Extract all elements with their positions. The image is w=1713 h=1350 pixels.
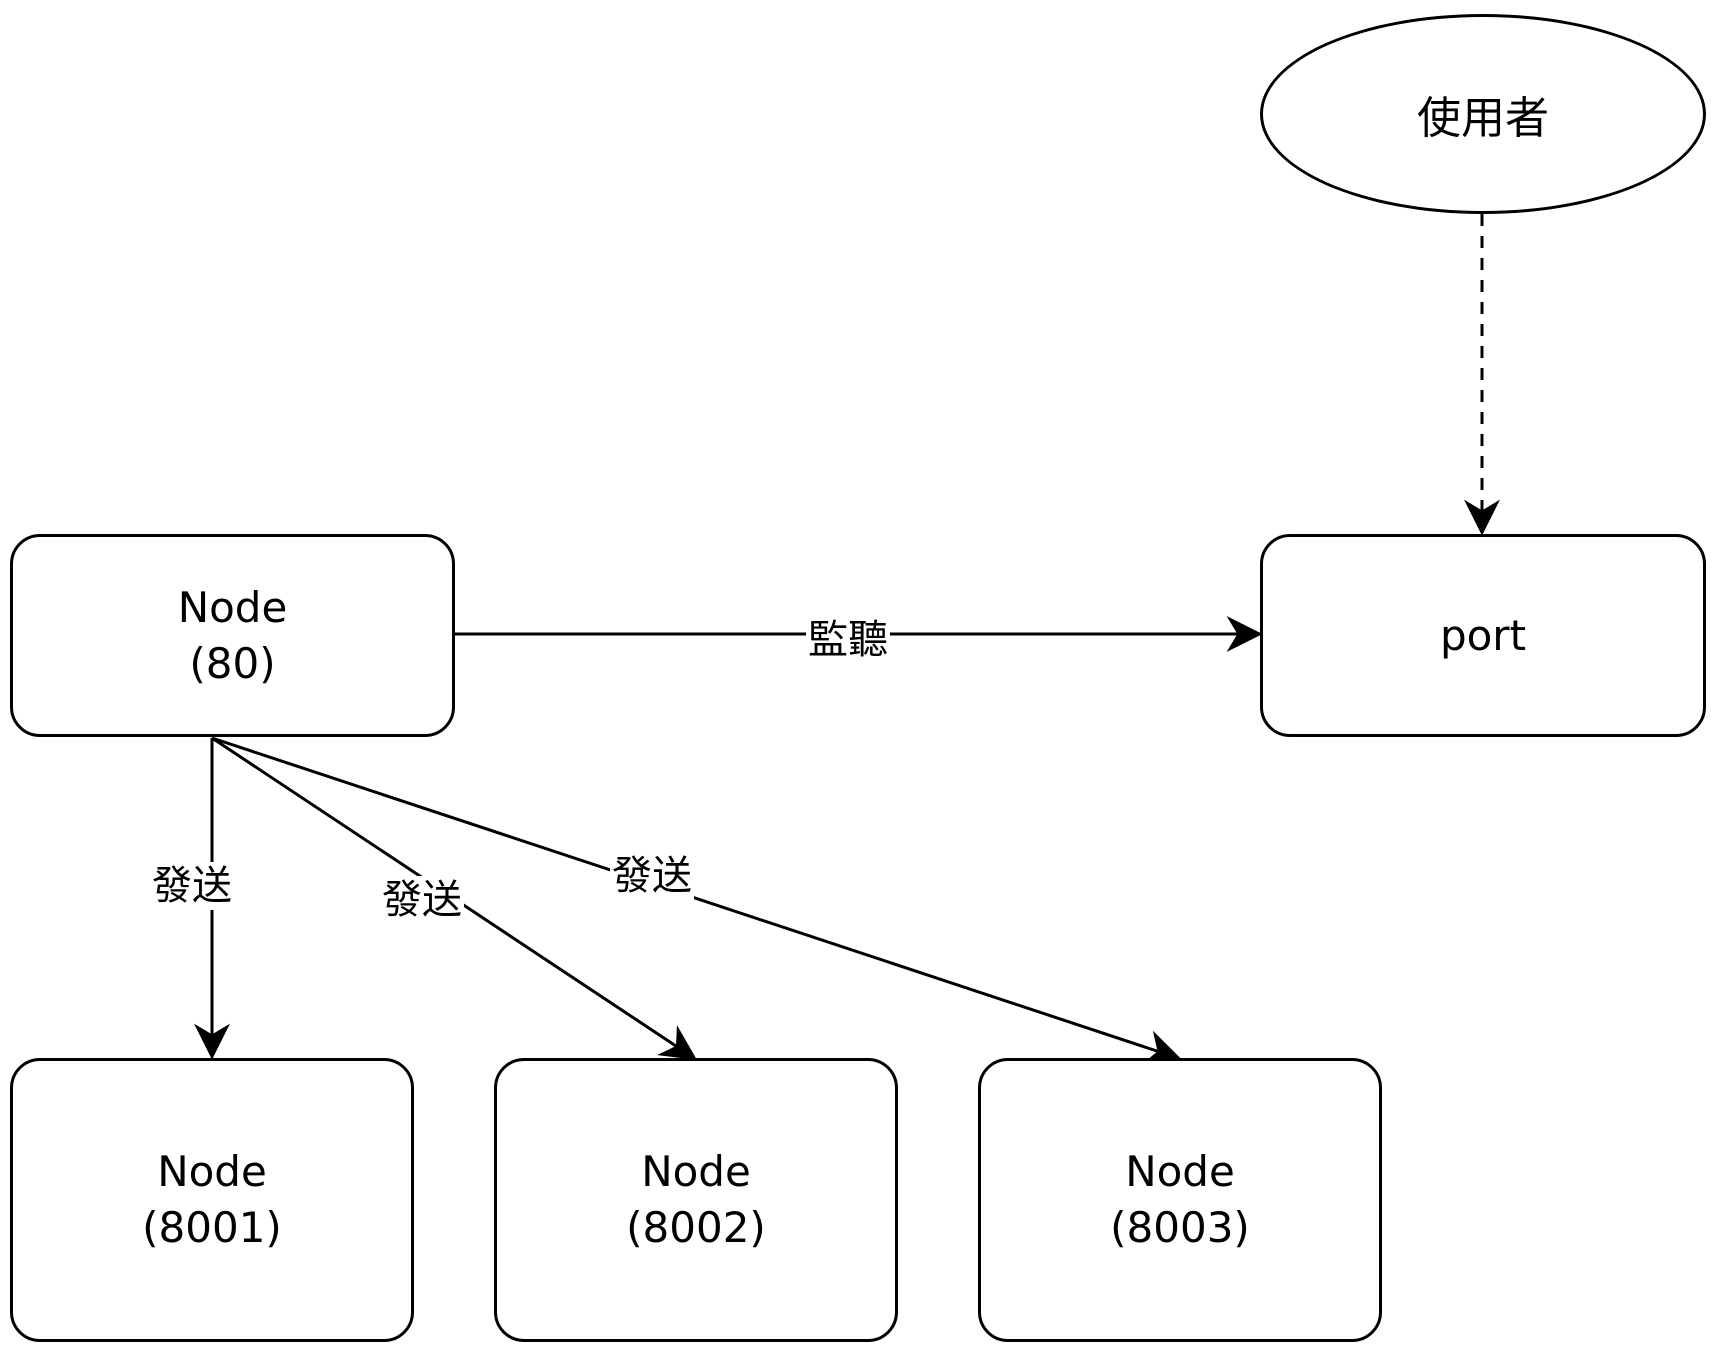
- node-child-title: Node: [157, 1147, 267, 1196]
- edge-label-listen: 監聽: [806, 616, 890, 664]
- node-child-title: Node: [1125, 1147, 1235, 1196]
- node-child-8001: Node (8001): [10, 1058, 414, 1342]
- node-child-port: (8002): [626, 1203, 766, 1252]
- port-label: port: [1439, 610, 1527, 660]
- edge-label-send-8001: 發送: [150, 862, 234, 910]
- user-label: 使用者: [1417, 93, 1549, 144]
- node-child-8002: Node (8002): [494, 1058, 898, 1342]
- edge-label-send-8002: 發送: [380, 876, 464, 924]
- port-box: port: [1260, 534, 1706, 737]
- edge-label-send-8003: 發送: [610, 852, 694, 900]
- user-ellipse: 使用者: [1260, 14, 1706, 214]
- node-child-8003: Node (8003): [978, 1058, 1382, 1342]
- node-main: Node (80): [10, 534, 455, 737]
- node-child-port: (8001): [142, 1203, 282, 1252]
- edge-send-8003: [211, 736, 1182, 1065]
- node-child-port: (8003): [1110, 1203, 1250, 1252]
- node-main-port: (80): [189, 638, 276, 688]
- node-child-title: Node: [641, 1147, 751, 1196]
- node-main-title: Node: [177, 582, 288, 632]
